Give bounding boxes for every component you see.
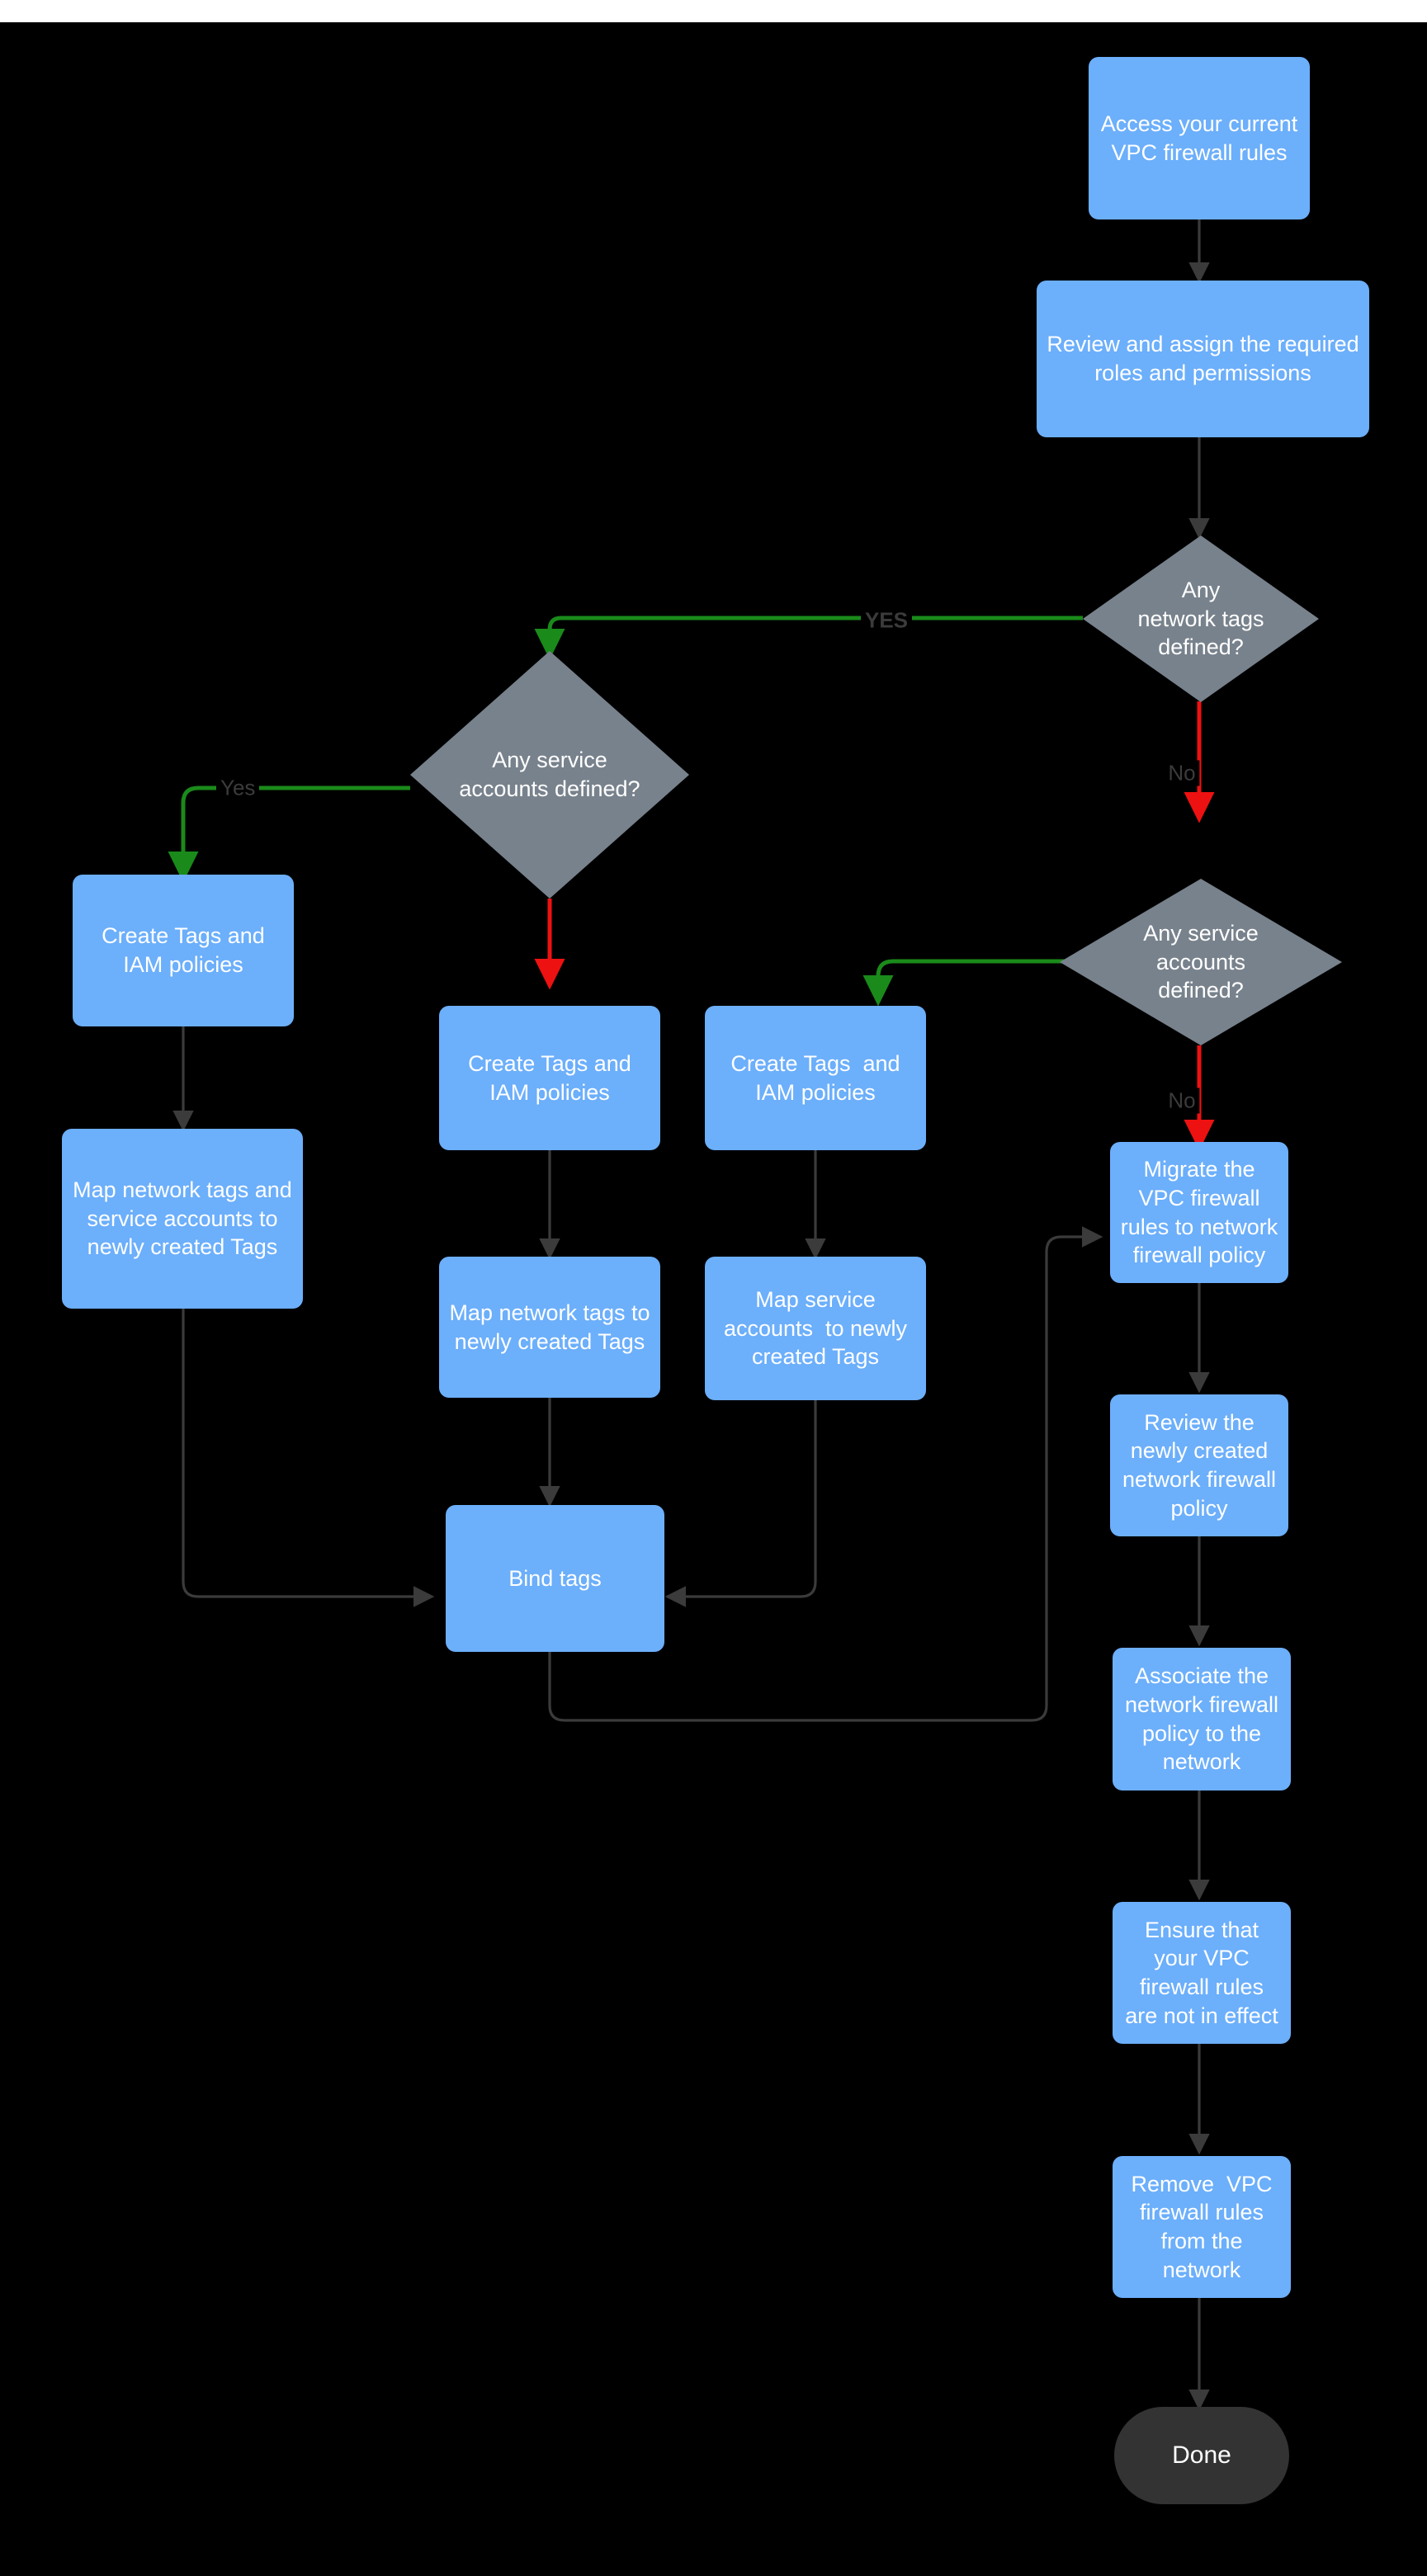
node-label: Map network tags to newly created Tags [449,1300,657,1354]
node-bind-tags[interactable]: Bind tags [446,1505,664,1652]
node-map-network-tags[interactable]: Map network tags to newly created Tags [439,1257,660,1398]
node-label: Migrate the VPC firewall rules to networ… [1120,1157,1284,1268]
node-label: Remove VPC firewall rules from the netwo… [1131,2171,1279,2282]
node-remove-rules[interactable]: Remove VPC firewall rules from the netwo… [1113,2156,1291,2298]
node-label: Review and assign the required roles and… [1047,332,1366,385]
node-label: Ensure that your VPC firewall rules are … [1125,1917,1278,2028]
node-label: Map service accounts to newly created Ta… [723,1287,914,1370]
edge-label-service-accounts-left-yes: Yes [216,775,260,801]
node-review-policy[interactable]: Review the newly created network firewal… [1110,1394,1288,1536]
node-done[interactable]: Done [1114,2407,1289,2504]
node-create-tags-a[interactable]: Create Tags and IAM policies [73,875,294,1026]
node-migrate-rules[interactable]: Migrate the VPC firewall rules to networ… [1110,1142,1288,1283]
node-label: Associate the network firewall policy to… [1124,1663,1285,1775]
node-label: Bind tags [508,1565,602,1591]
node-label: Access your current VPC firewall rules [1100,111,1304,165]
flowchart-stage: Access your current VPC firewall rules R… [0,22,1427,2576]
node-label: Map network tags and service accounts to… [73,1177,299,1260]
node-label: Review the newly created network firewal… [1122,1409,1283,1521]
node-associate-policy[interactable]: Associate the network firewall policy to… [1113,1648,1291,1790]
node-create-tags-c[interactable]: Create Tags and IAM policies [705,1006,926,1150]
node-map-service-accounts[interactable]: Map service accounts to newly created Ta… [705,1257,926,1400]
node-label: Any service accounts defined? [459,748,640,801]
node-map-both[interactable]: Map network tags and service accounts to… [62,1129,303,1309]
node-label: Create Tags and IAM policies [102,923,272,977]
edge-label-network-tags-no: No [1164,760,1200,786]
node-q-service-accounts-left[interactable]: Any service accounts defined? [410,651,689,899]
node-q-network-tags[interactable]: Any network tags defined? [1083,535,1319,702]
node-label: Create Tags and IAM policies [730,1050,907,1105]
node-create-tags-b[interactable]: Create Tags and IAM policies [439,1006,660,1150]
node-access-vpc[interactable]: Access your current VPC firewall rules [1089,57,1310,219]
node-label: Any service accounts defined? [1143,921,1259,1003]
node-review-roles[interactable]: Review and assign the required roles and… [1037,281,1369,437]
node-ensure-not-in-effect[interactable]: Ensure that your VPC firewall rules are … [1113,1902,1291,2044]
node-label: Any network tags defined? [1137,578,1264,660]
edge-label-network-tags-yes: YES [861,607,913,634]
node-q-service-accounts-right[interactable]: Any service accounts defined? [1060,879,1342,1045]
node-label: Create Tags and IAM policies [468,1050,638,1105]
edge-label-service-accounts-right-no: No [1164,1087,1200,1114]
node-label: Done [1172,2441,1231,2469]
